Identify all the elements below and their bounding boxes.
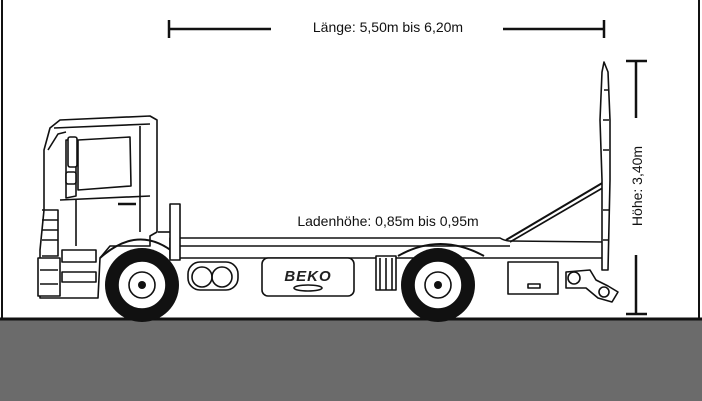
- ground: [0, 320, 702, 401]
- tank-brand-label: BEKO: [284, 268, 331, 285]
- rear-ramp: [599, 61, 611, 271]
- length-label: Länge: 5,50m bis 6,20m: [313, 19, 463, 35]
- rear-box: [507, 261, 559, 295]
- cab-mirror: [67, 136, 78, 168]
- rear-wheel: [397, 243, 485, 322]
- under-frame: BEKO: [187, 255, 619, 303]
- cab-window: [77, 136, 132, 191]
- height-dimension: Höhe: 3,40m: [626, 59, 647, 316]
- truck: BEKO: [37, 61, 619, 322]
- fuel-tank: [261, 257, 355, 297]
- air-tanks: [187, 261, 239, 291]
- ramp-strut: [505, 181, 605, 241]
- bed-height-label: Ladenhöhe: 0,85m bis 0,95m: [297, 213, 478, 229]
- front-bumper: [37, 257, 61, 297]
- truck-cab: [37, 115, 179, 299]
- front-wheel: [105, 248, 179, 322]
- height-label: Höhe: 3,40m: [629, 146, 645, 226]
- length-dimension: Länge: 5,50m bis 6,20m: [167, 19, 606, 38]
